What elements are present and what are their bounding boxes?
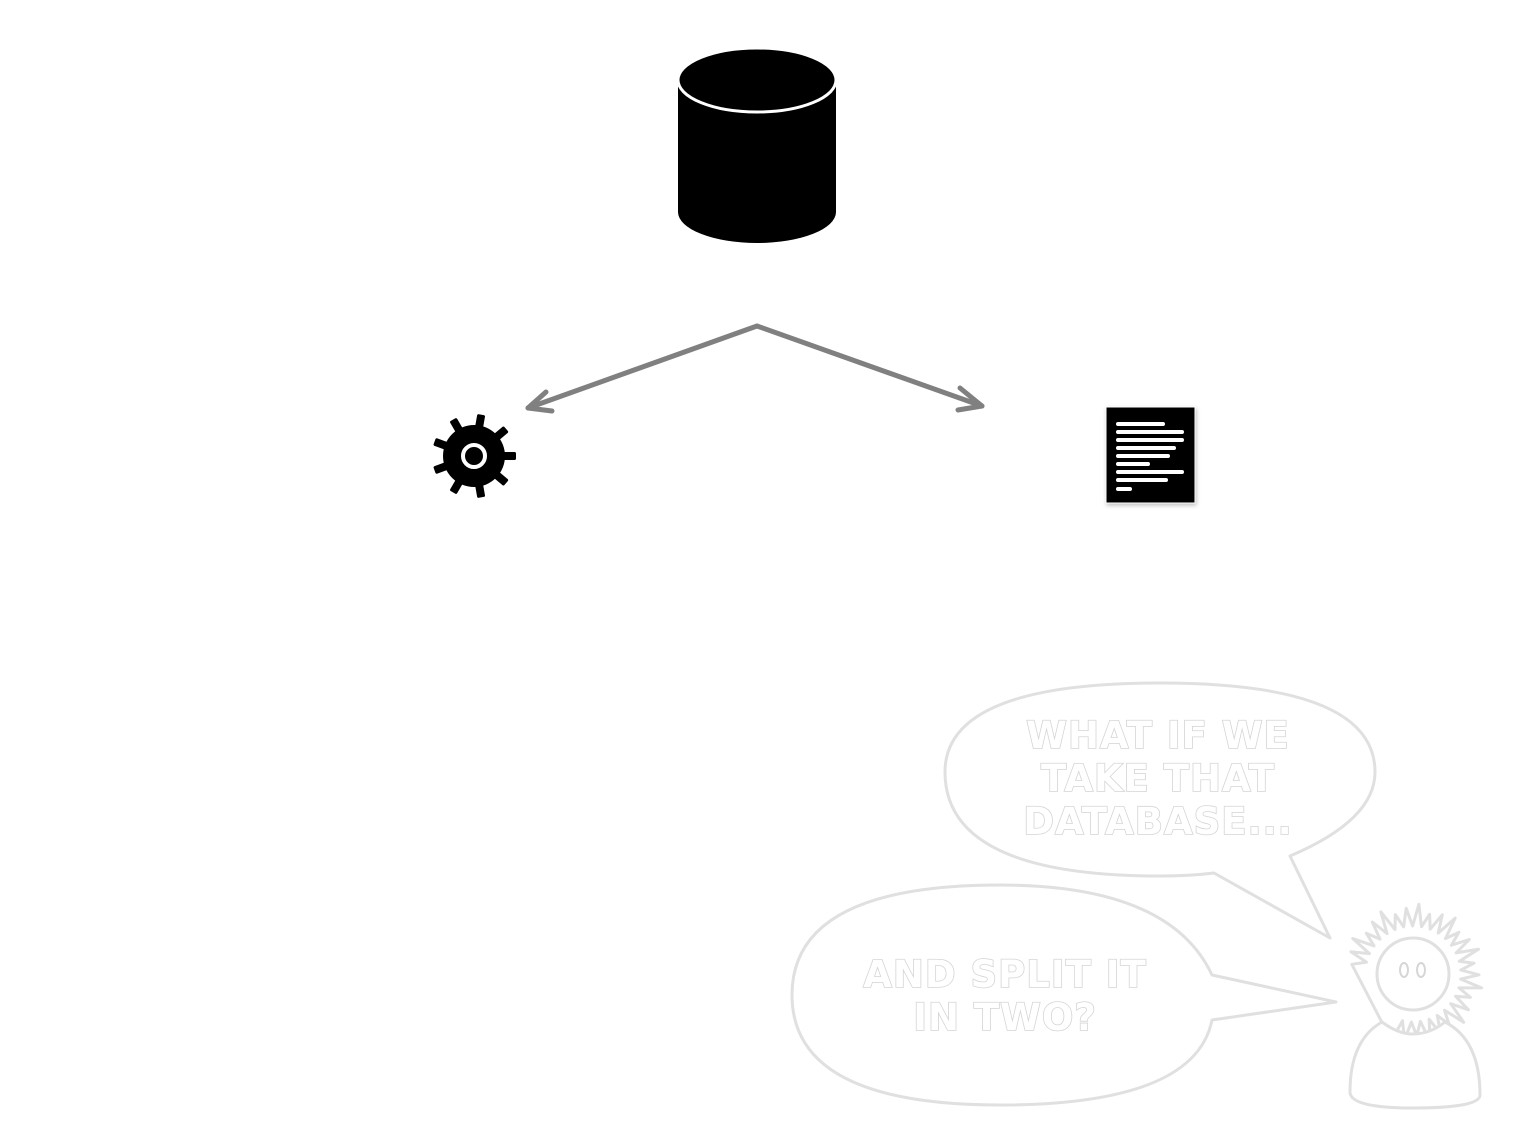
database-icon: [676, 46, 838, 243]
speech-bubble-top: WHAT IF WE TAKE THAT DATABASE...: [943, 681, 1377, 940]
bubble-bottom-line-1: AND SPLIT IT: [863, 953, 1146, 996]
gear-icon: [433, 414, 516, 498]
bubble-top-line-2: TAKE THAT: [1041, 757, 1275, 800]
avatar-eye-right: [1416, 962, 1426, 978]
bubble-top-line-1: WHAT IF WE: [1026, 714, 1290, 757]
bubble-bottom-line-2: IN TWO?: [913, 996, 1097, 1039]
arrow-to-document: [754, 323, 985, 413]
avatar-eye-left: [1399, 962, 1409, 978]
person-avatar: [1348, 902, 1484, 1110]
document-icon: [1105, 406, 1196, 504]
avatar-head: [1375, 936, 1451, 1012]
speech-bubble-bottom: AND SPLIT IT IN TWO?: [790, 883, 1338, 1107]
avatar-body: [1348, 1020, 1482, 1110]
arrow-to-service: [525, 323, 760, 414]
bubble-top-line-3: DATABASE...: [1023, 800, 1292, 843]
